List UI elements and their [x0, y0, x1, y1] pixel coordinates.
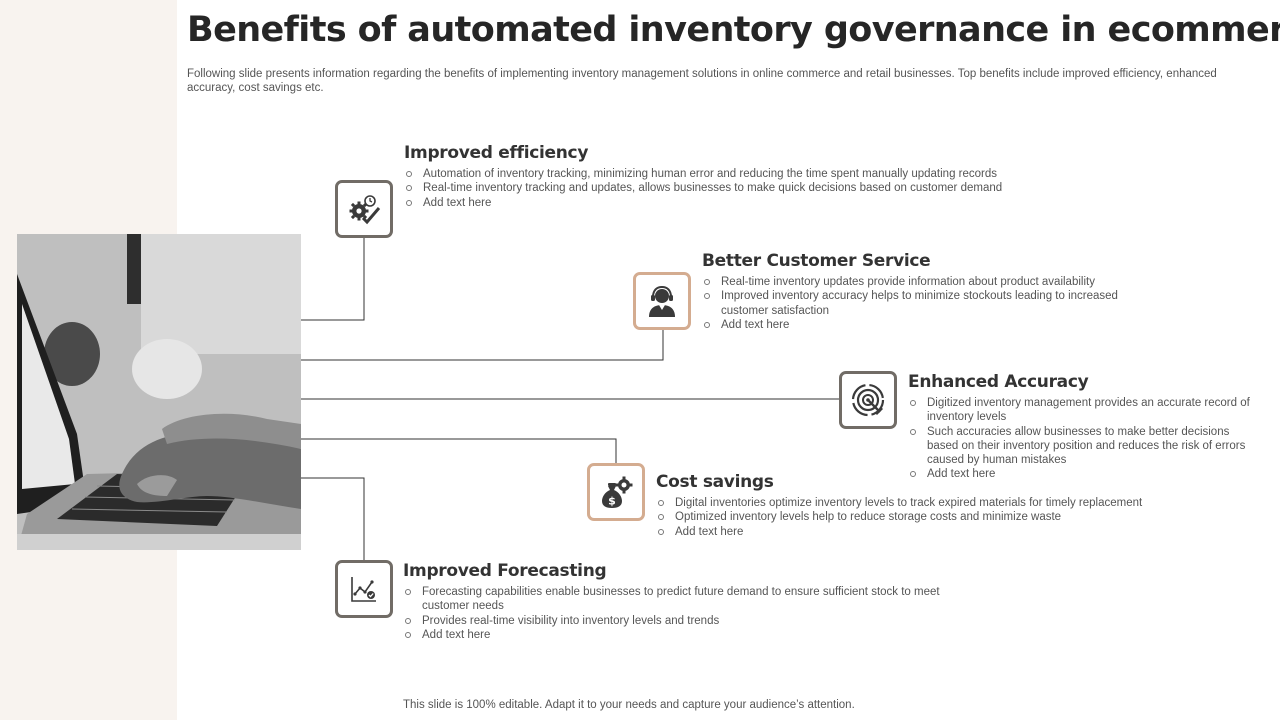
- laptop-typing-photo: [17, 234, 301, 550]
- better-customer-service-icon-box: [633, 272, 691, 330]
- benefit-title: Better Customer Service: [702, 251, 931, 271]
- chart-forecast-icon: [351, 577, 376, 602]
- benefit-title: Enhanced Accuracy: [908, 372, 1089, 392]
- benefit-bullet: Optimized inventory levels help to reduc…: [656, 510, 1216, 524]
- svg-text:$: $: [608, 495, 616, 508]
- customer-support-icon: [649, 285, 675, 317]
- improved-forecasting-icon-box: [335, 560, 393, 618]
- benefit-bullet: Provides real-time visibility into inven…: [403, 614, 983, 628]
- benefit-bullet: Add text here: [656, 525, 1216, 539]
- benefit-bullet: Improved inventory accuracy helps to min…: [702, 289, 1152, 318]
- gear-checkmark-icon: [349, 195, 381, 225]
- benefit-bullet-list: Digital inventories optimize inventory l…: [656, 496, 1216, 539]
- benefit-enhanced-accuracy: Enhanced Accuracy Digitized inventory ma…: [908, 372, 1253, 482]
- benefit-improved-forecasting: Improved Forecasting Forecasting capabil…: [403, 561, 983, 642]
- benefit-bullet: Digital inventories optimize inventory l…: [656, 496, 1216, 510]
- slide-title: Benefits of automated inventory governan…: [187, 10, 1280, 50]
- benefit-bullet: Digitized inventory management provides …: [908, 396, 1253, 425]
- benefit-bullet: Such accuracies allow businesses to make…: [908, 425, 1253, 468]
- benefit-bullet: Automation of inventory tracking, minimi…: [404, 167, 1084, 181]
- benefit-bullet-list: Automation of inventory tracking, minimi…: [404, 167, 1084, 210]
- benefit-bullet: Add text here: [404, 196, 1084, 210]
- benefit-title: Cost savings: [656, 472, 774, 492]
- enhanced-accuracy-icon-box: [839, 371, 897, 429]
- money-bag-gear-icon: $: [602, 476, 633, 508]
- benefit-bullet: Forecasting capabilities enable business…: [403, 585, 983, 614]
- benefit-bullet-list: Real-time inventory updates provide info…: [702, 275, 1152, 332]
- cost-savings-icon-box: $: [587, 463, 645, 521]
- benefit-bullet: Add text here: [908, 467, 1253, 481]
- footer-note: This slide is 100% editable. Adapt it to…: [403, 699, 855, 711]
- benefit-bullet: Add text here: [403, 628, 983, 642]
- benefit-better-customer-service: Better Customer Service Real-time invent…: [702, 251, 1152, 332]
- benefit-title: Improved Forecasting: [403, 561, 607, 581]
- benefit-improved-efficiency: Improved efficiency Automation of invent…: [404, 143, 1084, 210]
- slide-subtitle: Following slide presents information reg…: [187, 68, 1217, 94]
- benefit-bullet: Real-time inventory updates provide info…: [702, 275, 1152, 289]
- benefit-bullet: Add text here: [702, 318, 1152, 332]
- benefit-title: Improved efficiency: [404, 143, 589, 163]
- benefit-bullet: Real-time inventory tracking and updates…: [404, 181, 1084, 195]
- benefit-bullet-list: Forecasting capabilities enable business…: [403, 585, 983, 642]
- benefit-bullet-list: Digitized inventory management provides …: [908, 396, 1253, 482]
- target-icon: [851, 383, 885, 417]
- benefit-cost-savings: Cost savings Digital inventories optimiz…: [656, 472, 1216, 539]
- improved-efficiency-icon-box: [335, 180, 393, 238]
